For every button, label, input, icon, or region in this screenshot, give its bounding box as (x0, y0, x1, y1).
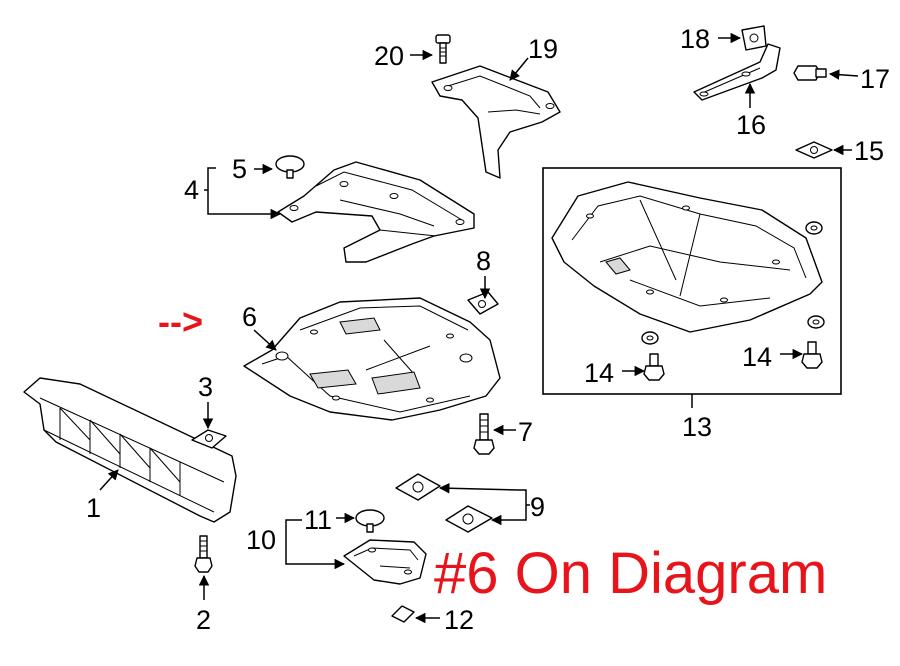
part-3-clip (191, 429, 227, 449)
callout-15: 15 (854, 136, 884, 166)
callout-9: 9 (530, 492, 545, 522)
callout-14-right: 14 (742, 342, 772, 372)
part-9-plates (395, 473, 493, 533)
part-17-bolt (793, 65, 827, 81)
part-20-bolt (435, 34, 451, 64)
callout-6: 6 (242, 302, 257, 332)
annotation-arrow: --> (158, 301, 203, 342)
part-5-clip (275, 155, 305, 179)
callout-5: 5 (232, 154, 247, 184)
part-10-shield (343, 539, 427, 585)
callout-3: 3 (198, 372, 213, 402)
part-6-under-shield (243, 297, 501, 421)
leader-lines (99, 32, 859, 624)
callout-14-left: 14 (584, 358, 614, 388)
part-8-clip (467, 291, 499, 315)
part-16-strap (693, 43, 781, 101)
part-1-beam (23, 377, 237, 523)
annotation-note: #6 On Diagram (434, 541, 827, 606)
part-15-clip (795, 141, 833, 159)
part-2-bolt (194, 535, 213, 573)
callout-8: 8 (476, 246, 491, 276)
part-12-clip (391, 605, 415, 623)
callout-12: 12 (444, 605, 474, 635)
callout-16: 16 (736, 110, 766, 140)
callout-19: 19 (528, 34, 558, 64)
callout-18: 18 (680, 24, 710, 54)
callout-4: 4 (184, 175, 199, 205)
part-13-assembly-box (542, 167, 842, 395)
part-7-bolt (473, 413, 495, 455)
callout-11: 11 (304, 505, 332, 535)
callout-labels: 20 19 18 16 17 15 5 4 8 6 3 7 13 14 14 1… (86, 24, 890, 635)
callout-20: 20 (374, 41, 404, 71)
callout-10: 10 (246, 525, 276, 555)
callout-13: 13 (682, 412, 712, 442)
part-11-clip (355, 509, 385, 533)
callout-2: 2 (196, 605, 211, 635)
callout-1: 1 (86, 493, 101, 523)
part-4-shield (277, 161, 475, 263)
callout-7: 7 (518, 417, 533, 447)
callout-17: 17 (860, 64, 890, 94)
part-19-bracket (431, 65, 561, 179)
red-annotation: --> #6 On Diagram (158, 301, 827, 606)
part-18-clip (741, 25, 767, 51)
